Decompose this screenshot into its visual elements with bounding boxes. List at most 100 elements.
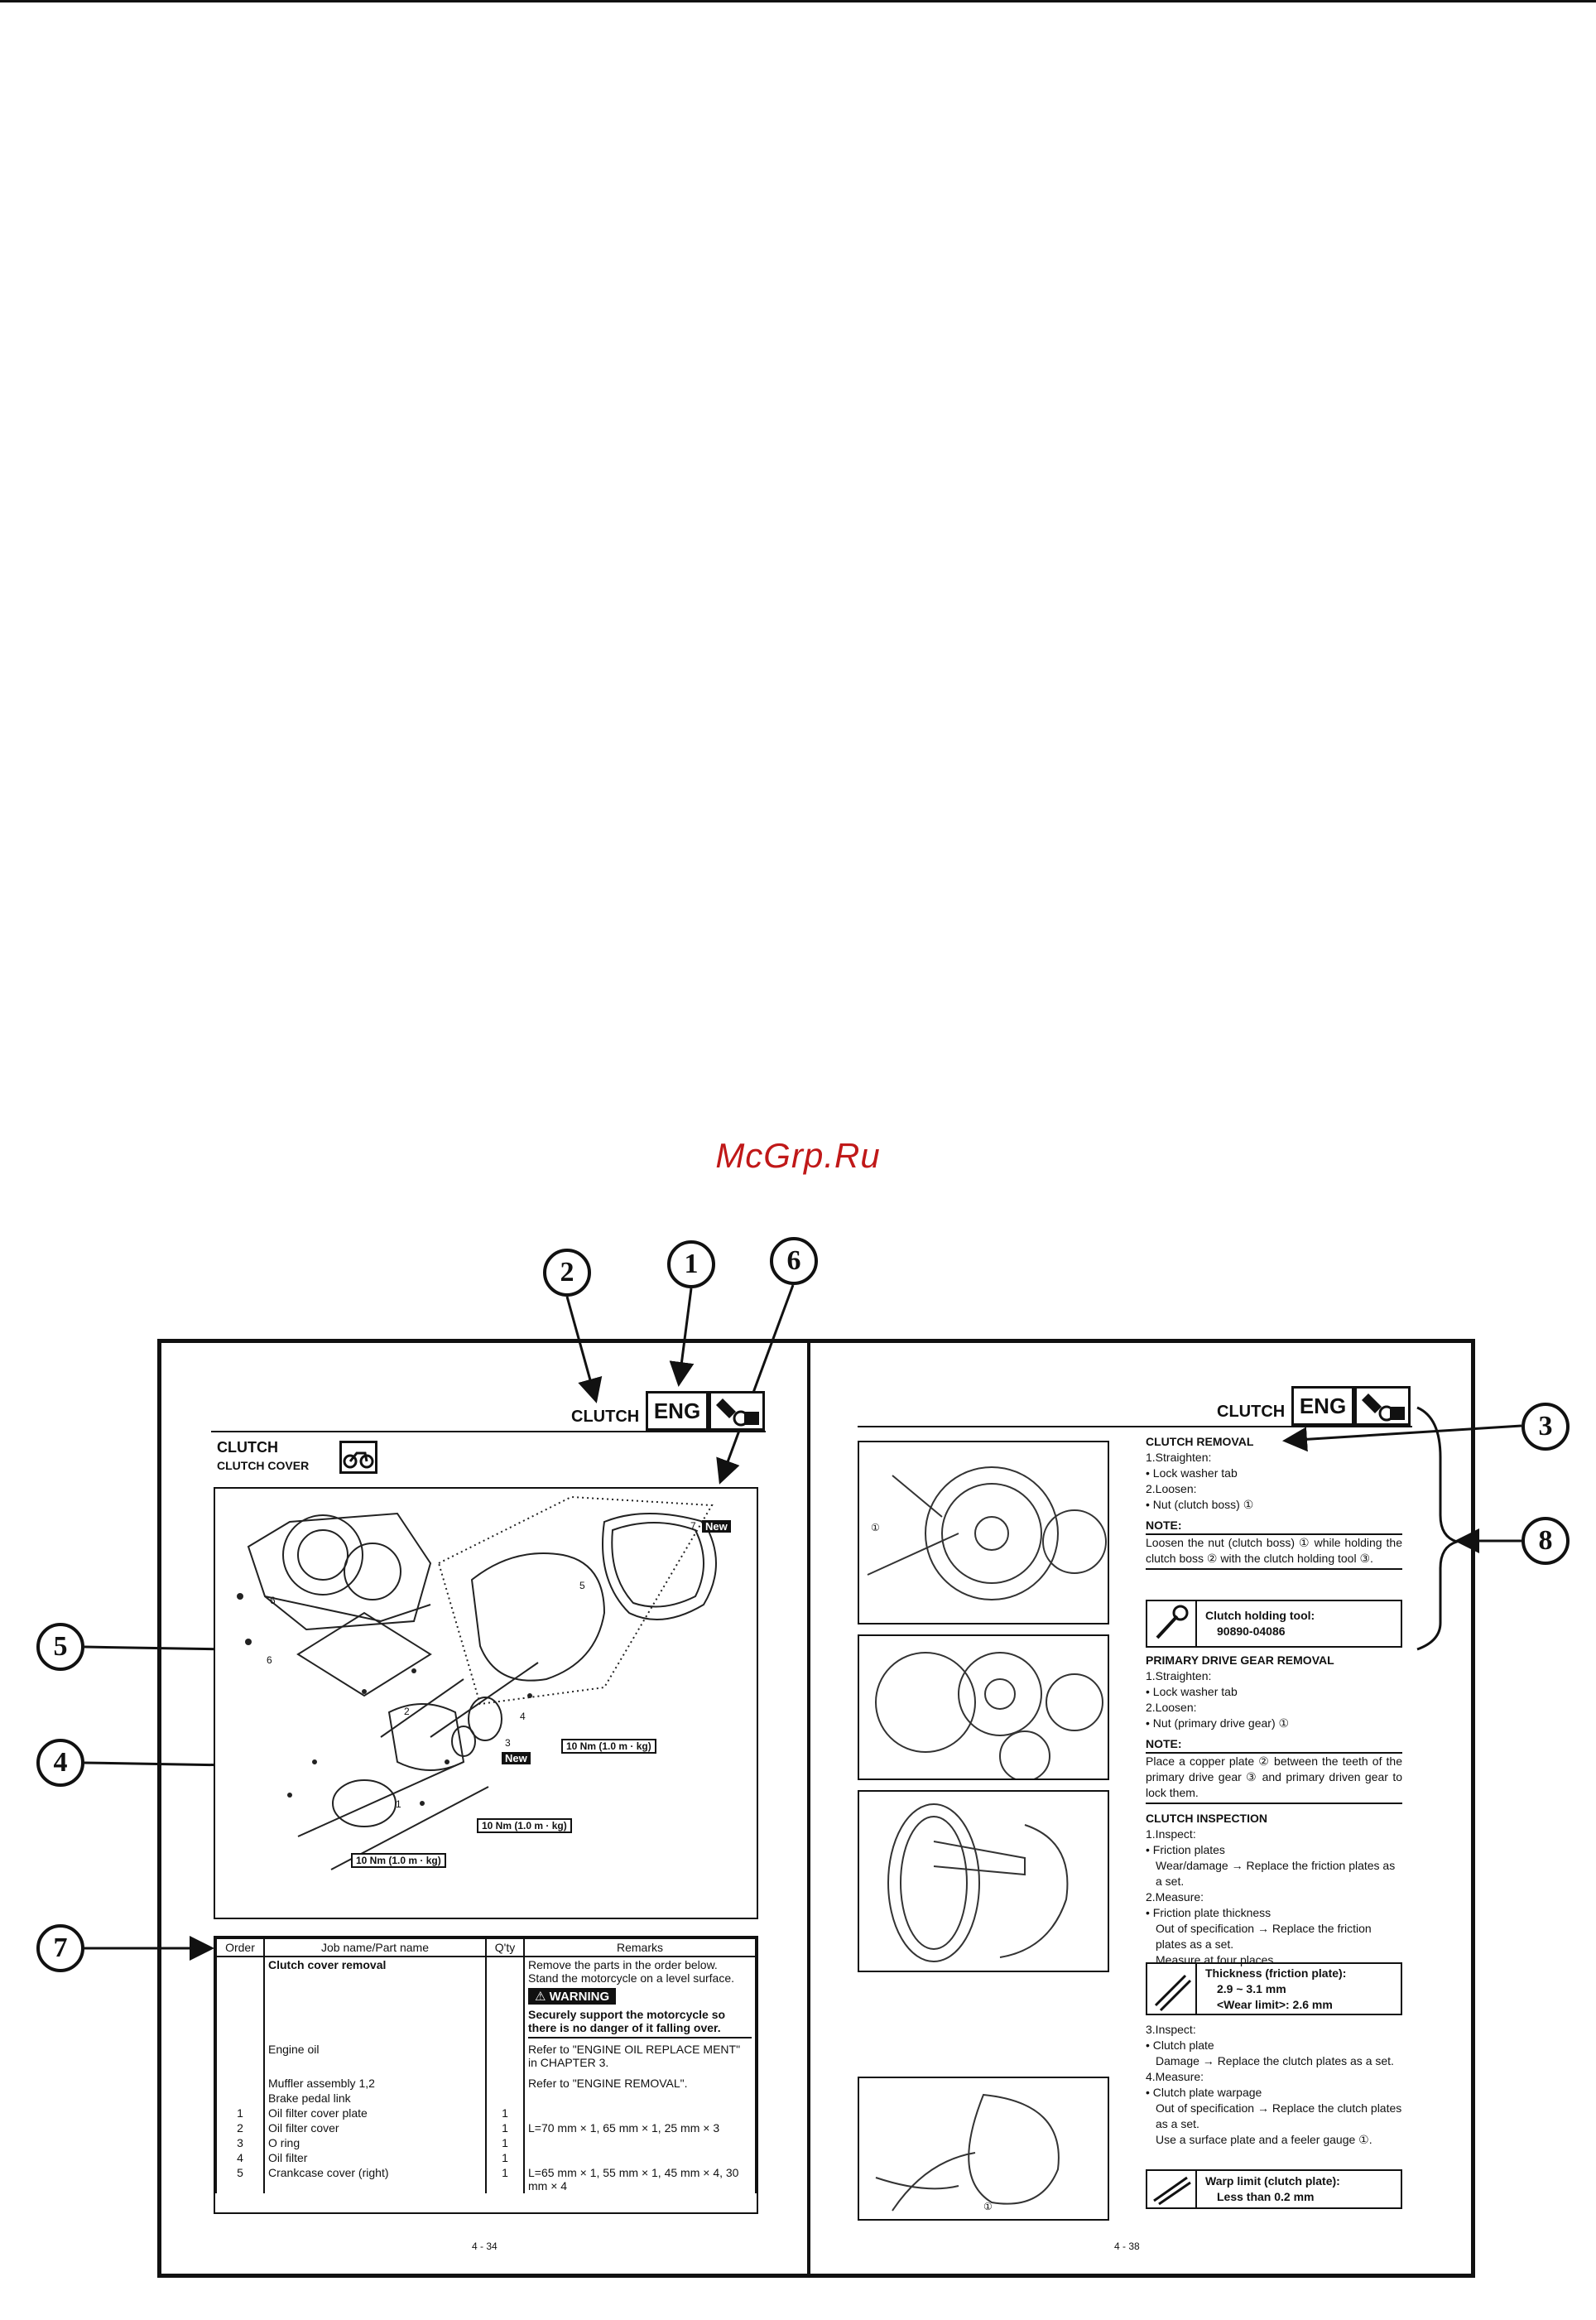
primary-drive-title: PRIMARY DRIVE GEAR REMOVAL [1146, 1653, 1334, 1667]
step-line: • Lock washer tab [1146, 1466, 1238, 1480]
page-fold [807, 1339, 810, 2278]
step-line: Out of specification → Replace the clutc… [1156, 2101, 1402, 2130]
diagram-label-5: 5 [579, 1580, 585, 1591]
engine-disassembly-icon [1354, 1386, 1411, 1426]
left-page-number: 4 - 34 [472, 2241, 498, 2252]
intro-remark-1: Remove the parts in the order below. [528, 1958, 718, 1971]
section-title: CLUTCH [217, 1439, 278, 1456]
step-line: 4.Measure: [1146, 2070, 1204, 2083]
callout-5: 5 [36, 1623, 84, 1671]
spec-limit: <Wear limit>: 2.6 mm [1217, 1997, 1333, 2011]
table-row: Brake pedal link [215, 2091, 757, 2106]
left-header-title: CLUTCH [571, 1408, 640, 1426]
table-header-row: Order Job name/Part name Q'ty Remarks [215, 1937, 757, 1957]
step-line: Wear/damage → Replace the friction plate… [1156, 1859, 1396, 1888]
thickness-spec-box: Thickness (friction plate): 2.9 ~ 3.1 mm… [1146, 1962, 1402, 2015]
callout-7: 7 [36, 1924, 84, 1972]
callout-3: 3 [1521, 1403, 1570, 1451]
gauge-icon [1147, 2171, 1197, 2207]
step-line: • Clutch plate warpage [1146, 2086, 1262, 2099]
step-line: • Clutch plate [1146, 2038, 1214, 2052]
photo-primary-gear [858, 1634, 1109, 1782]
group-title: Clutch cover removal [263, 1957, 487, 2039]
warning-badge: ⚠ WARNING [528, 1988, 617, 2005]
right-header-title: CLUTCH [1217, 1403, 1286, 1421]
motorcycle-icon [339, 1441, 377, 1474]
exploded-diagram-panel: 7 New 5 6 6 2 3 New 4 1 10 Nm (1.0 m · k… [214, 1487, 758, 1919]
callout-6: 6 [770, 1237, 818, 1285]
subsection-title: CLUTCH COVER [217, 1459, 310, 1472]
note-label: NOTE: [1146, 1736, 1402, 1754]
spec-title: Warp limit (clutch plate): [1205, 2174, 1340, 2188]
photo-friction-measure [858, 1790, 1109, 1972]
note-label: NOTE: [1146, 1518, 1402, 1535]
right-page-number: 4 - 38 [1114, 2241, 1140, 2252]
step-line: 1.Straighten: [1146, 1451, 1212, 1464]
callout-1: 1 [667, 1240, 715, 1288]
step-line: 2.Measure: [1146, 1890, 1204, 1904]
step-line: • Nut (clutch boss) ① [1146, 1498, 1254, 1511]
wrench-icon [1147, 1601, 1197, 1646]
diagram-label-1: 1 [396, 1798, 401, 1810]
spec-value: 2.9 ~ 3.1 mm [1217, 1981, 1286, 1995]
clutch-cover-exploded-drawing [237, 1495, 717, 1870]
step-line: • Friction plates [1146, 1843, 1225, 1856]
col-order: Order [215, 1937, 265, 1957]
step-line: 2.Loosen: [1146, 1701, 1197, 1714]
warp-spec-box: Warp limit (clutch plate): Less than 0.2… [1146, 2169, 1402, 2209]
step-line: Use a surface plate and a feeler gauge ①… [1156, 2133, 1372, 2146]
job-table-frame: Order Job name/Part name Q'ty Remarks Cl… [214, 1936, 758, 2214]
diagram-label-7: 7 [690, 1520, 696, 1532]
right-text-column: CLUTCH REMOVAL 1.Straighten: • Lock wash… [1146, 1434, 1402, 1570]
right-eng-badge: ENG [1291, 1386, 1354, 1426]
col-remarks: Remarks [523, 1937, 757, 1957]
watermark: McGrp.Ru [715, 1136, 881, 1175]
tool-name: Clutch holding tool: [1205, 1609, 1315, 1622]
primary-drive-section: PRIMARY DRIVE GEAR REMOVAL 1.Straighten:… [1146, 1653, 1402, 1968]
torque-spec-1: 10 Nm (1.0 m · kg) [561, 1739, 656, 1754]
diagram-label-6a: 6 [270, 1595, 276, 1606]
caliper-icon [1147, 1964, 1197, 2014]
manual-spread [157, 1339, 1475, 2278]
step-line: • Nut (primary drive gear) ① [1146, 1716, 1290, 1730]
engine-disassembly-icon [709, 1391, 765, 1431]
photo-label: ① [871, 1522, 880, 1533]
photo-clutch-boss: ① [858, 1441, 1109, 1624]
step-line: Out of specification → Replace the frict… [1156, 1922, 1372, 1951]
diagram-label-4: 4 [520, 1711, 526, 1722]
step-line: 1.Inspect: [1146, 1827, 1196, 1841]
left-header-rule [211, 1431, 766, 1432]
step-line: 3.Inspect: [1146, 2023, 1196, 2036]
inspection-title: CLUTCH INSPECTION [1146, 1812, 1267, 1825]
left-eng-badge: ENG [646, 1391, 709, 1431]
spec-value: Less than 0.2 mm [1217, 2190, 1315, 2203]
callout-8: 8 [1521, 1517, 1570, 1565]
photo-warpage: ① [858, 2077, 1109, 2221]
job-table: Order Job name/Part name Q'ty Remarks Cl… [215, 1937, 757, 2193]
diagram-label-2: 2 [404, 1706, 410, 1717]
step-line: • Friction plate thickness [1146, 1906, 1272, 1919]
table-row: Clutch cover removal Remove the parts in… [215, 1957, 757, 2039]
tool-spec-box: Clutch holding tool: 90890-04086 [1146, 1600, 1402, 1648]
inspect-section-2: 3.Inspect: • Clutch plate Damage → Repla… [1146, 2022, 1402, 2148]
col-qty: Q'ty [485, 1937, 525, 1957]
step-line: 1.Straighten: [1146, 1669, 1212, 1682]
torque-spec-2: 10 Nm (1.0 m · kg) [477, 1818, 572, 1833]
torque-spec-3: 10 Nm (1.0 m · kg) [351, 1853, 446, 1868]
step-line: • Lock washer tab [1146, 1685, 1238, 1698]
col-part: Job name/Part name [263, 1937, 487, 1957]
right-header-rule [858, 1426, 1412, 1427]
new-oring-tag: New [502, 1752, 531, 1764]
clutch-removal-title: CLUTCH REMOVAL [1146, 1435, 1254, 1448]
callout-4: 4 [36, 1739, 84, 1787]
tool-code: 90890-04086 [1217, 1624, 1286, 1638]
diagram-label-6b: 6 [267, 1654, 272, 1666]
warning-text: Securely support the motorcycle so there… [528, 2008, 752, 2038]
photo-label: ① [983, 2201, 993, 2212]
